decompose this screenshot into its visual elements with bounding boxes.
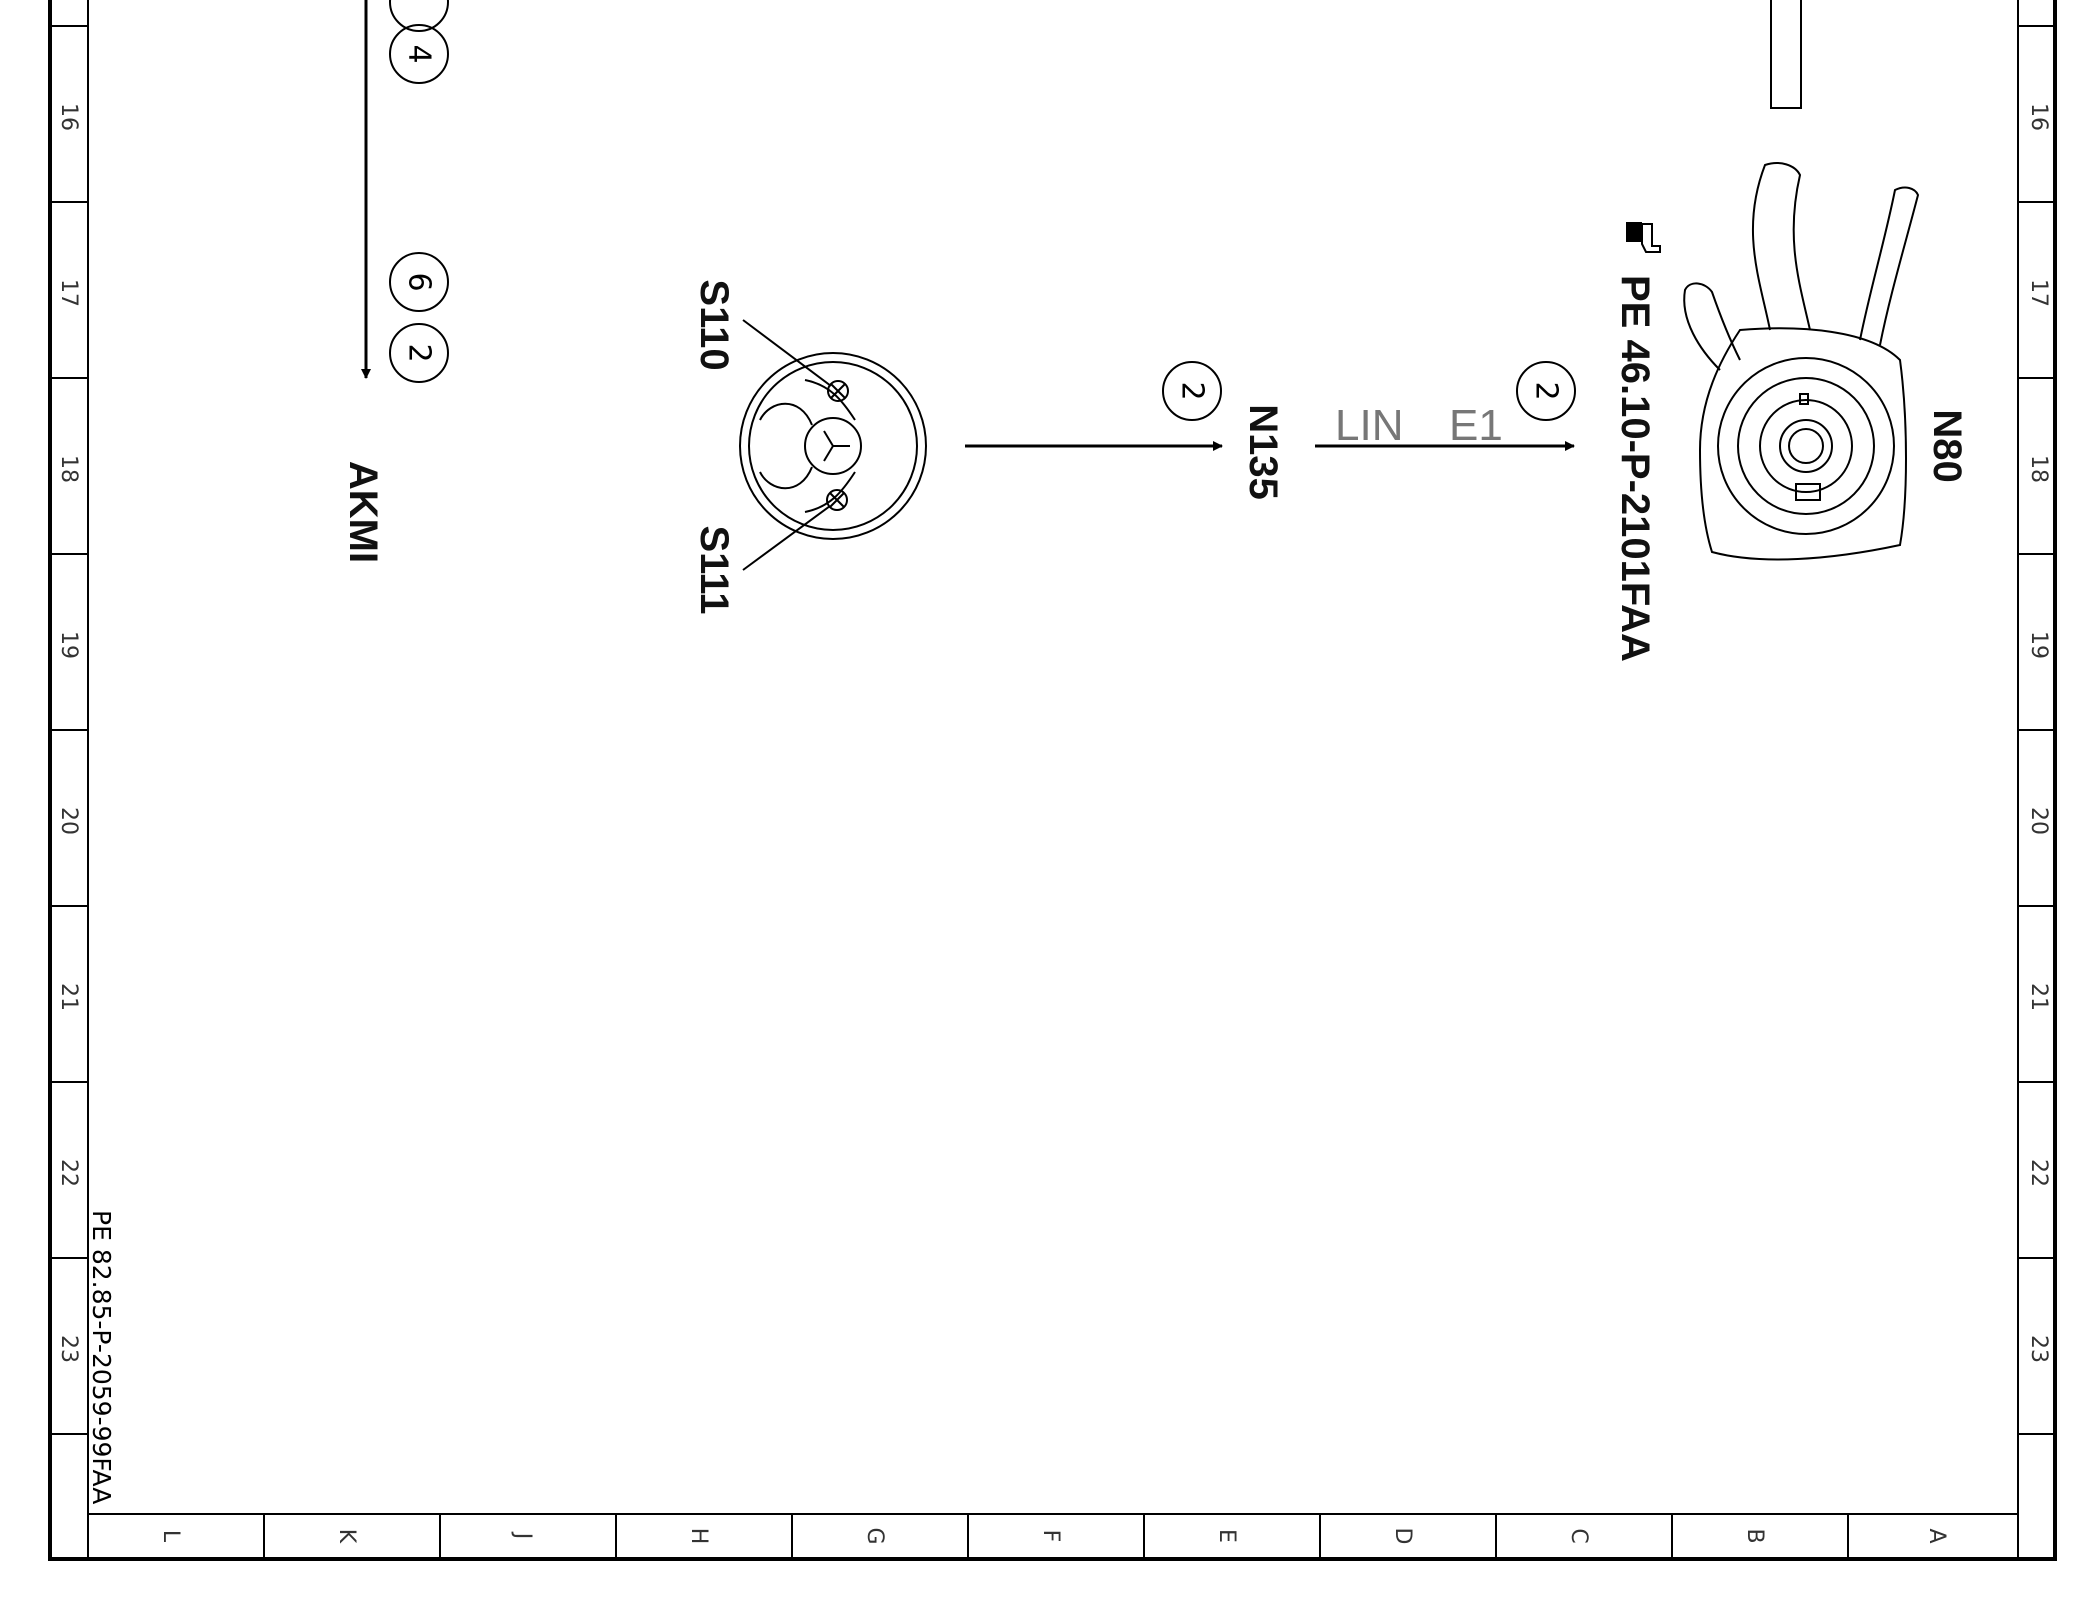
row-number-right: 20	[2026, 807, 2051, 835]
connector-circle	[389, 24, 449, 84]
connector-circle	[1162, 361, 1222, 421]
akmi-wire-group: 4 6 2 AKMI	[341, 0, 449, 563]
connector-number: 6	[402, 272, 437, 291]
column-letter: C	[1566, 1528, 1591, 1543]
row-number-left: 21	[56, 983, 81, 1011]
column-letter: E	[1214, 1529, 1239, 1543]
steering-column-module-icon	[1683, 0, 1920, 561]
bottom-ruler	[87, 1514, 2019, 1559]
connector-number: 2	[402, 343, 437, 362]
connector-circle	[389, 323, 449, 383]
column-letter: B	[1742, 1528, 1767, 1543]
column-letter: A	[1924, 1528, 1949, 1543]
module-notch	[1799, 393, 1809, 405]
module-ring-outer	[1717, 357, 1895, 535]
column-bar	[1770, 0, 1802, 109]
module-ring-inner	[1759, 399, 1853, 493]
row-number-right: 16	[2026, 103, 2051, 131]
row-number-left: 22	[56, 1159, 81, 1187]
s110-leader-line	[742, 319, 832, 387]
row-number-right: 17	[2026, 279, 2051, 307]
stalk-left	[1683, 282, 1741, 371]
module-housing	[1698, 327, 1907, 561]
inner-frame	[87, 0, 2019, 1515]
module-tab	[1795, 483, 1821, 501]
column-letter: J	[510, 1531, 535, 1540]
wheel-spoke	[759, 466, 813, 490]
connector-number: 2	[1529, 381, 1564, 400]
stalk-center	[1751, 162, 1811, 331]
right-row-numbers: 16 17 18 19 20 21 22 23	[2026, 103, 2051, 1363]
module-ring-center	[1779, 419, 1833, 473]
module-ring-middle	[1737, 377, 1875, 515]
connector-number: 4	[402, 44, 437, 63]
connector-e1: 2	[1516, 361, 1576, 421]
row-number-left: 19	[56, 631, 81, 659]
wheel-spoke	[759, 402, 813, 426]
module-ring-core	[1788, 428, 1824, 464]
connector-a1: 4	[389, 24, 449, 84]
row-number-right: 22	[2026, 1159, 2051, 1187]
left-ruler	[50, 25, 88, 1435]
row-number-right: 18	[2026, 455, 2051, 483]
wheel-hub	[804, 417, 862, 475]
connector-a3: 2	[389, 323, 449, 383]
right-ruler	[2018, 25, 2055, 1435]
lin-label: LIN	[1335, 401, 1403, 450]
column-letter: D	[1390, 1528, 1415, 1545]
row-number-left: 18	[56, 455, 81, 483]
connector-n135: 2	[1162, 361, 1222, 421]
wheel-rim-outer	[739, 352, 927, 540]
connector-a2: 6	[389, 252, 449, 312]
left-row-numbers: 16 17 18 19 20 21 22 23	[56, 103, 81, 1363]
connector-circle	[1516, 361, 1576, 421]
row-number-right: 19	[2026, 631, 2051, 659]
akmi-label: AKMI	[341, 461, 385, 563]
column-letter: H	[686, 1528, 711, 1545]
star-emblem-icon	[823, 430, 850, 462]
row-number-right: 21	[2026, 983, 2051, 1011]
n80-label: N80	[1925, 409, 1969, 482]
e1-label: E1	[1449, 401, 1503, 450]
column-letter: L	[158, 1530, 183, 1543]
row-number-right: 23	[2026, 1335, 2051, 1363]
column-letter: K	[334, 1529, 359, 1544]
switch-s111-icon	[826, 489, 848, 511]
row-number-left: 16	[56, 103, 81, 131]
document-reference: PE 82.85-P-2059-99FAA	[87, 1210, 116, 1504]
row-number-left: 20	[56, 807, 81, 835]
n135-label: N135	[1241, 404, 1285, 500]
column-letter: F	[1038, 1530, 1063, 1543]
wheel-rim-inner	[748, 361, 918, 531]
row-number-left: 23	[56, 1335, 81, 1363]
switch-s110-icon	[827, 380, 849, 402]
pe-reference-label: PE 46.10-P-2101FAA	[1613, 275, 1657, 662]
connector-circle-top-partial	[389, 0, 449, 32]
connector-circle	[389, 252, 449, 312]
connector-number: 2	[1175, 381, 1210, 400]
row-number-left: 17	[56, 279, 81, 307]
outer-frame	[48, 0, 2057, 1561]
stalk-right	[1859, 186, 1920, 346]
pointing-hand-icon	[1626, 222, 1661, 253]
s111-label: S111	[692, 525, 736, 614]
s110-label: S110	[692, 279, 736, 370]
steering-wheel-icon	[739, 319, 927, 571]
bottom-column-letters: L K J H G F E D C B A	[158, 1527, 1949, 1544]
s111-leader-line	[742, 505, 831, 571]
column-letter: G	[862, 1527, 887, 1544]
